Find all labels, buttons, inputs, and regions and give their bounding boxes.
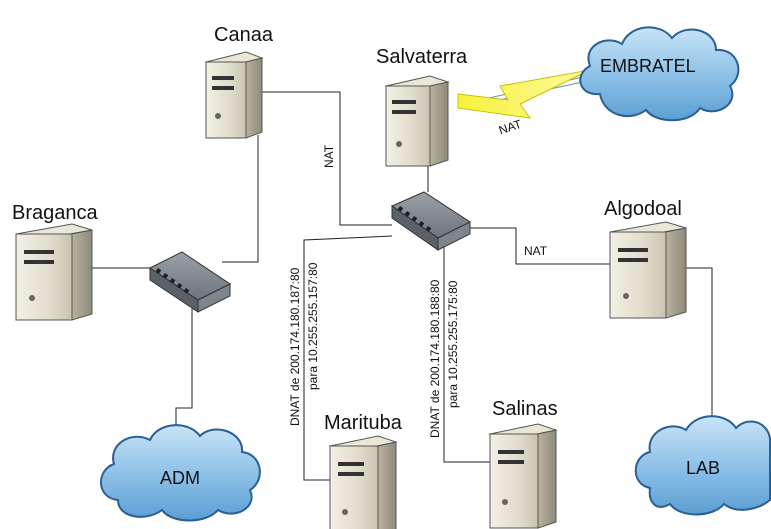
label-algodoal: Algodoal — [604, 198, 682, 220]
label-nat-canaa: NAT — [322, 144, 336, 168]
label-nat-algodoal: NAT — [524, 244, 548, 258]
server-salvaterra-icon — [384, 75, 450, 167]
link-switch-salinas — [443, 246, 490, 463]
label-canaa: Canaa — [214, 24, 273, 46]
label-marituba: Marituba — [324, 412, 402, 434]
server-canaa-icon — [204, 51, 264, 139]
lab-cloud-icon — [634, 415, 771, 516]
link-canaa-left-switch — [222, 135, 259, 263]
server-salinas-icon — [488, 423, 558, 529]
label-embratel: EMBRATEL — [600, 56, 696, 76]
embratel-cloud-icon — [579, 26, 740, 122]
adm-cloud-icon — [100, 424, 261, 522]
link-switch-algodoal — [465, 227, 612, 265]
server-braganca-icon — [15, 223, 93, 321]
label-dnat-salinas-2: para 10.255.255.175:80 — [446, 280, 460, 408]
link-switch-marituba — [303, 235, 393, 481]
label-dnat-marituba-1: DNAT de 200.174.180.187:80 — [288, 267, 302, 426]
left-switch-icon — [149, 251, 231, 313]
label-salvaterra: Salvaterra — [376, 46, 468, 68]
label-dnat-salinas-1: DNAT de 200.174.180.188:80 — [428, 279, 442, 438]
wan-link-bolt-icon — [457, 69, 591, 119]
link-algodoal-lab — [686, 267, 713, 425]
label-adm: ADM — [160, 468, 200, 488]
label-lab: LAB — [686, 458, 721, 478]
label-dnat-marituba-2: para 10.255.255.157:80 — [306, 262, 320, 390]
server-marituba-icon — [328, 435, 398, 529]
link-left-switch-adm — [175, 298, 193, 440]
label-braganca: Braganca — [12, 202, 98, 224]
link-canaa-switch — [258, 91, 392, 226]
server-algodoal-icon — [609, 221, 687, 319]
label-salinas: Salinas — [492, 398, 558, 420]
central-switch-icon — [390, 191, 472, 251]
